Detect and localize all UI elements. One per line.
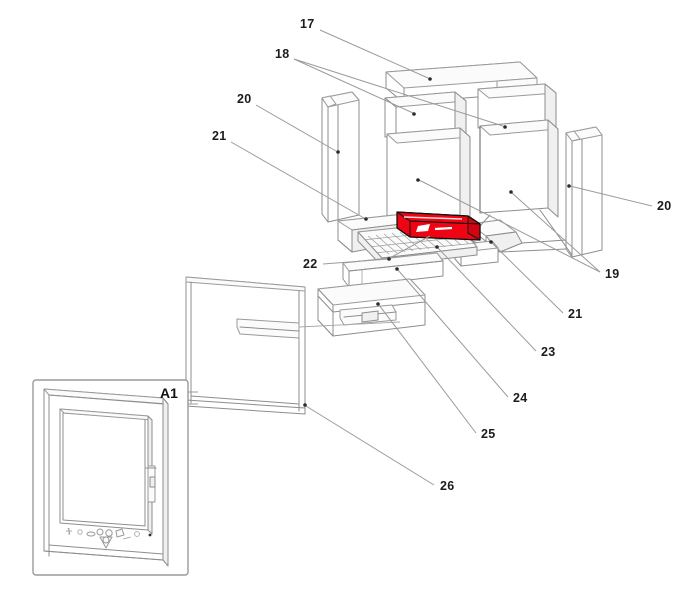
- label-26: 26: [440, 479, 455, 493]
- part-grate-bar-highlighted: [396, 211, 481, 241]
- label-a1-detail-marker: A1: [160, 385, 178, 401]
- label-22: 22: [303, 257, 318, 271]
- part-ash-pan-drawer: [317, 278, 426, 337]
- label-21-left: 21: [212, 129, 227, 143]
- label-19: 19: [605, 267, 620, 281]
- label-20-left: 20: [237, 92, 252, 106]
- part-left-side-wall: [321, 91, 360, 223]
- part-back-panel-lower-right: [479, 119, 559, 218]
- door-handle: [145, 465, 157, 503]
- part-front-door-panel: [185, 276, 401, 415]
- label-20-right: 20: [657, 199, 672, 213]
- ash-pan-handle: [339, 304, 397, 326]
- label-25: 25: [481, 427, 496, 441]
- leader-lines: [187, 29, 653, 486]
- detail-view-a1: [32, 379, 189, 576]
- label-layer: 17 18 20 21 22 20 19 21 23 24 25 26 A1: [160, 17, 672, 493]
- front-door-handle: [236, 318, 300, 339]
- label-23: 23: [541, 345, 556, 359]
- label-18: 18: [275, 47, 290, 61]
- door-control-row: [66, 527, 152, 549]
- part-grate-frame: [342, 252, 444, 288]
- label-21-right: 21: [568, 307, 583, 321]
- label-17: 17: [300, 17, 315, 31]
- label-24: 24: [513, 391, 528, 405]
- part-back-panel-lower-left: [386, 127, 471, 225]
- part-right-side-wall: [565, 126, 603, 258]
